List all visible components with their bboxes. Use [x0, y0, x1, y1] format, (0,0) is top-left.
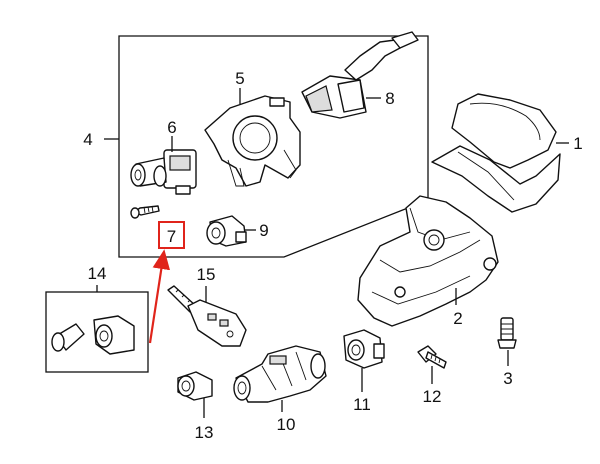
- callout-8: 8: [385, 89, 394, 108]
- part-11-switch: [343, 329, 385, 369]
- part-5-switch-housing: [204, 95, 301, 187]
- part-14-lock-cylinder: [51, 315, 135, 355]
- callout-14: 14: [88, 264, 107, 283]
- callout-10: 10: [277, 415, 296, 434]
- callout-5: 5: [235, 69, 244, 88]
- assembly-group-frame: [118, 35, 429, 258]
- callout-2: 2: [453, 309, 462, 328]
- callout-13: 13: [195, 423, 214, 442]
- highlight-arrow: [148, 249, 171, 344]
- callout-15: 15: [197, 265, 216, 284]
- callout-3: 3: [503, 369, 512, 388]
- callout-4: 4: [83, 130, 92, 149]
- part-10-lock-housing: [233, 345, 327, 403]
- part-12-bolt: [417, 345, 447, 369]
- part-2-lower-shroud: [357, 195, 499, 327]
- callout-9: 9: [259, 221, 268, 240]
- callout-6: 6: [167, 118, 176, 137]
- callout-1: 1: [573, 134, 582, 153]
- part-15-key-fob: [167, 285, 247, 347]
- part-1-column-cover: [431, 93, 561, 213]
- part-13-ring: [177, 371, 213, 401]
- callout-12: 12: [423, 387, 442, 406]
- callout-7: 7: [167, 227, 176, 246]
- part-6-ignition-switch: [130, 149, 197, 195]
- part-8-stalk-switch: [301, 31, 419, 119]
- part-3-bolt: [497, 317, 517, 349]
- callout-11: 11: [353, 395, 371, 414]
- part-9-sensor: [206, 215, 247, 247]
- part-7-screw: [130, 205, 160, 219]
- highlight-box-7: [158, 221, 185, 249]
